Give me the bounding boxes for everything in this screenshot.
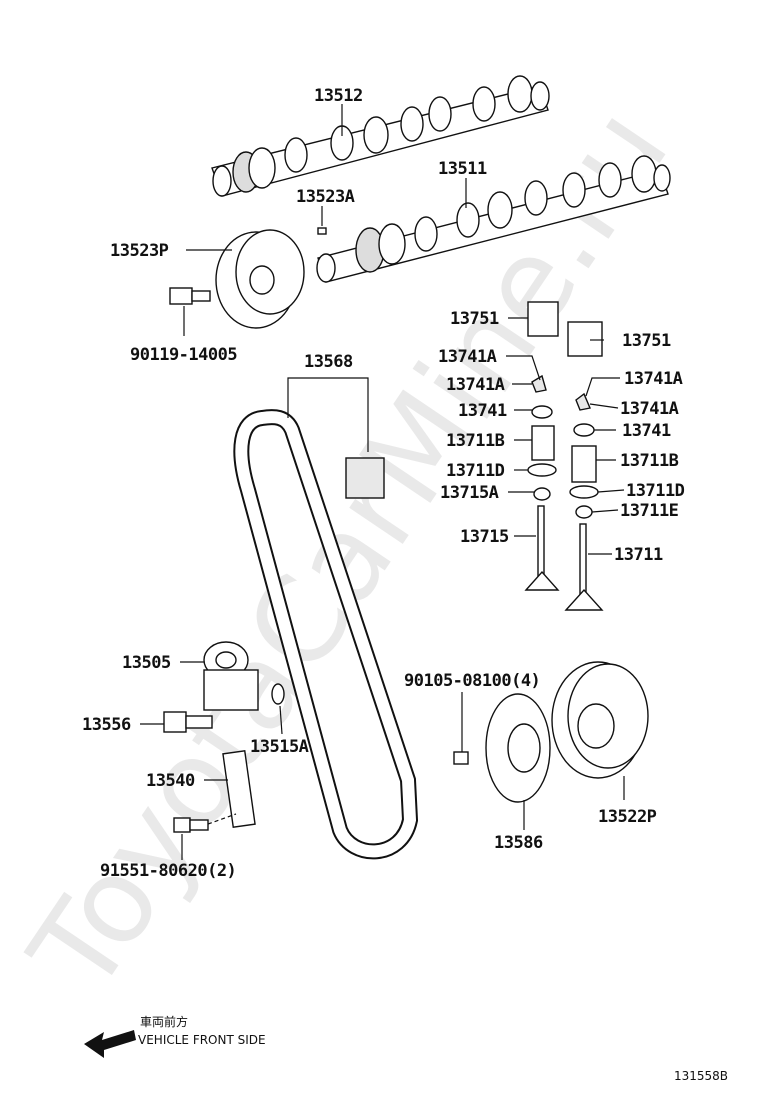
label-13505: 13505	[122, 653, 171, 673]
vehicle-front-direction: 車両前方 VEHICLE FRONT SIDE	[84, 1014, 266, 1058]
label-13751-left: 13751	[450, 309, 499, 329]
bolt-90105-08100	[453, 751, 469, 765]
tensioner-13540	[222, 750, 256, 828]
label-90105-08100: 90105-08100(4)	[404, 671, 540, 691]
label-13540: 13540	[146, 771, 195, 791]
label-13512: 13512	[314, 86, 363, 106]
camshaft-13512	[211, 75, 550, 197]
label-13715: 13715	[460, 527, 509, 547]
label-13711E: 13711E	[620, 501, 679, 521]
label-13711B-right: 13711B	[620, 451, 679, 471]
label-13711B-left: 13711B	[446, 431, 505, 451]
camshaft-13511	[316, 155, 671, 283]
belt-section-icon	[345, 457, 385, 499]
bolt-90119-14005	[169, 287, 211, 305]
direction-japanese: 車両前方	[140, 1014, 188, 1029]
label-13711D-left: 13711D	[446, 461, 505, 481]
label-13741-left: 13741	[458, 401, 507, 421]
label-13741A-right: 13741A	[620, 399, 679, 419]
bolt-13556	[163, 711, 213, 733]
tensioner-pulley-13505	[203, 641, 259, 711]
direction-english: VEHICLE FRONT SIDE	[138, 1033, 266, 1047]
arrow-left-icon	[84, 1030, 136, 1058]
label-13741-right: 13741	[622, 421, 671, 441]
crankshaft-timing-pulley-13522P	[551, 661, 649, 779]
label-13741A-left: 13741A	[446, 375, 505, 395]
washer-13515A	[271, 683, 285, 705]
label-13586: 13586	[494, 833, 543, 853]
label-13556: 13556	[82, 715, 131, 735]
label-13515A: 13515A	[250, 737, 309, 757]
label-13711: 13711	[614, 545, 663, 565]
label-13523A: 13523A	[296, 187, 355, 207]
label-90119-14005: 90119-14005	[130, 345, 237, 365]
label-91551-80620: 91551-80620(2)	[100, 861, 236, 881]
label-13741A-top-left: 13741A	[438, 347, 497, 367]
label-13511: 13511	[438, 159, 487, 179]
label-13751-right: 13751	[622, 331, 671, 351]
camshaft-timing-pulley-13523P	[215, 229, 305, 329]
key-13523A	[317, 227, 327, 235]
valve-parts-left	[524, 301, 560, 591]
label-13711D-right: 13711D	[626, 481, 685, 501]
label-13523P: 13523P	[110, 241, 169, 261]
label-13715A: 13715A	[440, 483, 499, 503]
label-13568: 13568	[304, 352, 353, 372]
label-13522P: 13522P	[598, 807, 657, 827]
diagram-code: 131558B	[674, 1069, 728, 1083]
label-13741A-top-right: 13741A	[624, 369, 683, 389]
valve-parts-right	[564, 321, 604, 611]
bolt-91551-80620	[173, 817, 209, 833]
